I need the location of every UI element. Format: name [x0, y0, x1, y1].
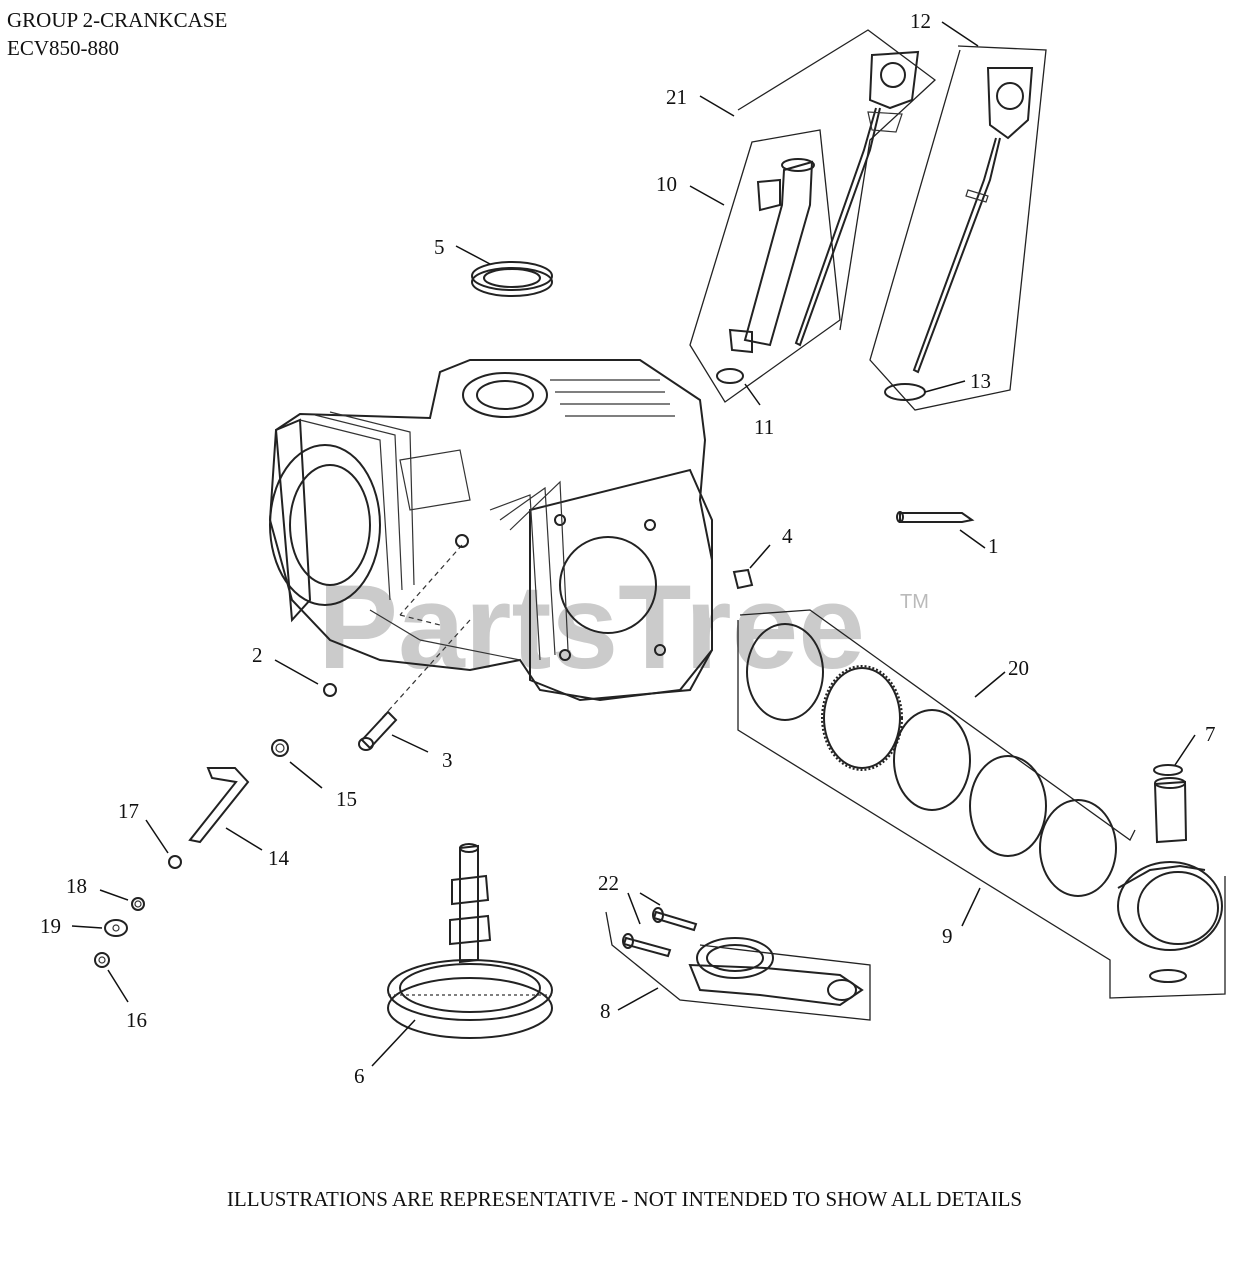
dipstick-alt-part[interactable]: [912, 67, 1034, 374]
washer-17-part[interactable]: [168, 855, 182, 869]
washer-19-part[interactable]: [104, 919, 128, 937]
callout-10: 10: [656, 172, 677, 196]
connecting-rod-frame: [605, 911, 871, 1021]
dipstick-alt-frame: [869, 45, 1047, 411]
callout-9: 9: [942, 924, 953, 948]
watermark-trademark: TM: [900, 591, 929, 613]
callout-13: 13: [970, 369, 991, 393]
piston-pin-part[interactable]: [1153, 764, 1188, 844]
camshaft-part[interactable]: [387, 843, 553, 1039]
oil-seal-part[interactable]: [471, 261, 553, 297]
breather-tube-part[interactable]: [896, 511, 975, 523]
leader-lines: [71, 21, 1196, 1067]
crankcase-part[interactable]: [268, 359, 713, 721]
callout-11: 11: [754, 415, 774, 439]
callout-16: 16: [126, 1008, 147, 1032]
callout-12: 12: [910, 9, 931, 33]
callout-20: 20: [1008, 656, 1029, 680]
callout-14: 14: [268, 846, 290, 870]
disclaimer-note: ILLUSTRATIONS ARE REPRESENTATIVE - NOT I…: [226, 1187, 1023, 1211]
rod-bolts-part[interactable]: [622, 907, 698, 958]
callout-19: 19: [40, 914, 61, 938]
piston-rings-part[interactable]: [746, 623, 1117, 897]
sleeve-part[interactable]: [358, 710, 398, 751]
model-number: ECV850-880: [7, 36, 119, 60]
dowel-pin-part[interactable]: [732, 568, 754, 590]
ring-set-frame: [739, 609, 1136, 841]
callout-8: 8: [600, 999, 611, 1023]
callout-1: 1: [988, 534, 999, 558]
plug-part[interactable]: [323, 683, 337, 697]
exploded-parts-diagram: PartsTree TM: [40, 9, 1226, 1088]
callout-15: 15: [336, 787, 357, 811]
fitting-part[interactable]: [271, 739, 289, 757]
callout-7: 7: [1205, 722, 1216, 746]
callout-4: 4: [782, 524, 793, 548]
dipstick-tube-frame: [689, 129, 841, 403]
callout-22: 22: [598, 871, 619, 895]
connecting-rod-part[interactable]: [688, 937, 864, 1007]
callout-21: 21: [666, 85, 687, 109]
callout-6: 6: [354, 1064, 365, 1088]
callout-17: 17: [118, 799, 139, 823]
governor-shaft-part[interactable]: [188, 767, 250, 844]
seal-16-part[interactable]: [94, 952, 110, 968]
callout-5: 5: [434, 235, 445, 259]
callout-3: 3: [442, 748, 453, 772]
nut-18-part[interactable]: [131, 897, 145, 911]
callout-18: 18: [66, 874, 87, 898]
dipstick-frame: [737, 29, 937, 331]
callout-2: 2: [252, 643, 263, 667]
tube-o-ring-part[interactable]: [716, 368, 744, 384]
dipstick-o-ring-part[interactable]: [884, 383, 926, 401]
dipstick-part[interactable]: [794, 50, 920, 347]
watermark-text: PartsTree: [318, 560, 865, 694]
diagram-title: GROUP 2-CRANKCASE: [7, 8, 228, 32]
piston-frame: [737, 620, 1226, 999]
piston-part[interactable]: [1117, 861, 1223, 983]
dipstick-tube-part[interactable]: [728, 158, 815, 354]
